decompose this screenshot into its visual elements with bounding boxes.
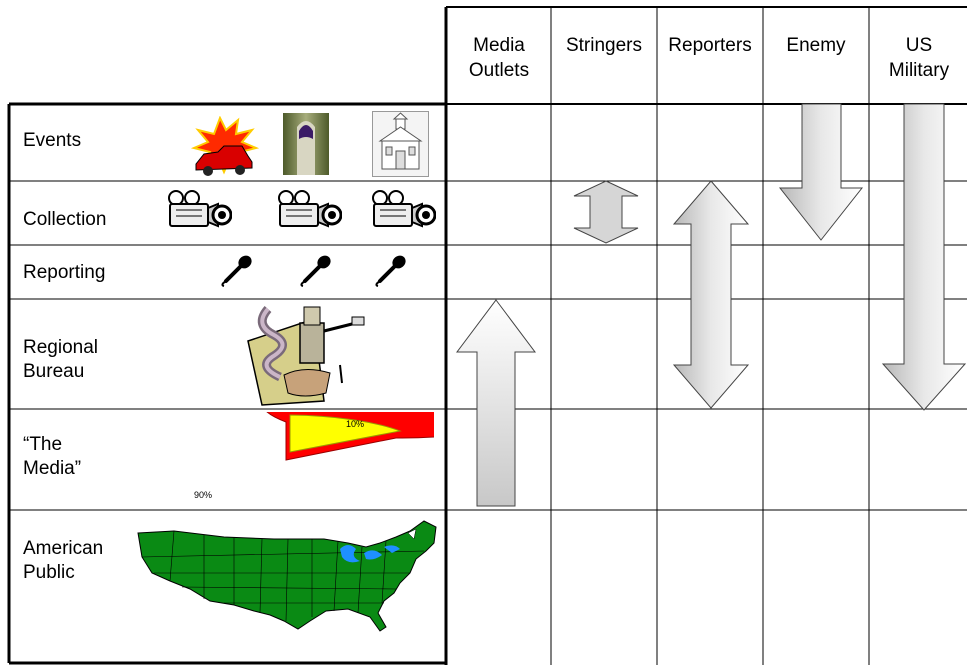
video-camera-icon xyxy=(372,190,436,228)
row-label-american-public: American Public xyxy=(23,538,104,583)
column-header-us-military: US Military xyxy=(888,35,950,81)
column-header-media-outlets: Media Outlets xyxy=(468,35,530,81)
pie-label-10: 10% xyxy=(346,419,364,429)
us-map-icon xyxy=(137,520,437,632)
schoolhouse-icon xyxy=(372,111,429,177)
column-header-stringers: Stringers xyxy=(565,35,643,56)
microphone-icon xyxy=(300,255,331,287)
row-label-the-media: “The Media” xyxy=(23,434,82,479)
column-header-reporters: Reporters xyxy=(668,35,752,56)
row-label-collection: Collection xyxy=(23,209,107,230)
column-header-enemy: Enemy xyxy=(786,35,846,56)
video-camera-icon xyxy=(278,190,342,228)
arrow-reporters-both xyxy=(672,180,750,409)
pie-chart-icon: 10% 90% xyxy=(194,412,434,500)
row-label-events: Events xyxy=(23,130,82,151)
arrow-enemy-down xyxy=(778,103,864,241)
arrow-us-military-down xyxy=(881,103,967,411)
pie-label-90: 90% xyxy=(194,490,212,500)
meat-grinder-icon xyxy=(247,306,365,406)
row-label-reporting: Reporting xyxy=(23,262,106,283)
ink-finger-icon xyxy=(283,113,329,175)
arrow-stringers-both xyxy=(573,180,639,244)
car-explosion-icon xyxy=(190,116,260,176)
row-label-regional-bureau: Regional Bureau xyxy=(23,337,98,382)
microphone-icon xyxy=(221,255,252,287)
arrow-media-outlets-up xyxy=(456,299,536,507)
video-camera-icon xyxy=(168,190,232,228)
microphone-icon xyxy=(375,255,406,287)
